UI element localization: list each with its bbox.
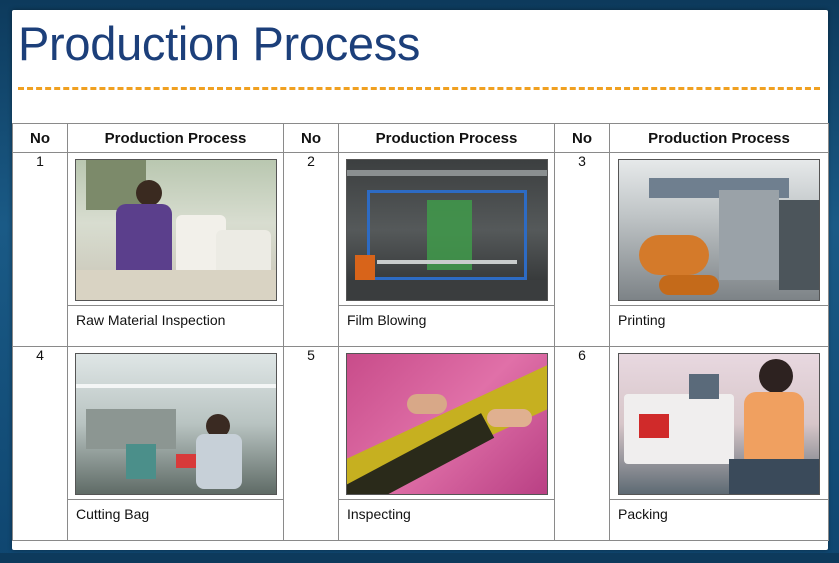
header-no: No xyxy=(554,123,610,153)
header-no: No xyxy=(12,123,68,153)
table-header-row: No Production Process No Production Proc… xyxy=(12,123,829,153)
dashed-divider xyxy=(18,87,820,90)
step-number: 5 xyxy=(283,346,339,541)
photo-raw-material-inspection xyxy=(74,159,277,301)
step-number: 2 xyxy=(283,152,339,347)
step-number: 1 xyxy=(12,152,68,347)
step-caption: Printing xyxy=(610,305,828,346)
photo-packing xyxy=(618,353,820,495)
step-caption: Packing xyxy=(610,499,828,540)
step-cell: Film Blowing xyxy=(338,152,555,347)
step-cell: Cutting Bag xyxy=(67,346,284,541)
header-no: No xyxy=(283,123,339,153)
step-number: 4 xyxy=(12,346,68,541)
step-number: 3 xyxy=(554,152,610,347)
step-cell: Printing xyxy=(609,152,829,347)
table-row: 1 Raw Material Inspection 2 xyxy=(12,152,829,347)
photo-printing xyxy=(618,159,820,301)
photo-film-blowing xyxy=(345,159,548,301)
step-number: 6 xyxy=(554,346,610,541)
table-row: 4 Cutting Bag 5 xyxy=(12,346,829,541)
slide: Production Process No Production Process… xyxy=(12,10,829,550)
slide-title: Production Process xyxy=(18,17,421,70)
step-cell: Inspecting xyxy=(338,346,555,541)
bottom-bar xyxy=(0,553,839,563)
header-production-process: Production Process xyxy=(609,123,829,153)
production-process-table: No Production Process No Production Proc… xyxy=(12,123,829,541)
header-production-process: Production Process xyxy=(338,123,555,153)
photo-inspecting xyxy=(345,353,548,495)
step-caption: Inspecting xyxy=(339,499,554,540)
step-caption: Raw Material Inspection xyxy=(68,305,283,346)
header-production-process: Production Process xyxy=(67,123,284,153)
step-cell: Raw Material Inspection xyxy=(67,152,284,347)
step-caption: Cutting Bag xyxy=(68,499,283,540)
step-cell: Packing xyxy=(609,346,829,541)
photo-cutting-bag xyxy=(74,353,277,495)
step-caption: Film Blowing xyxy=(339,305,554,346)
